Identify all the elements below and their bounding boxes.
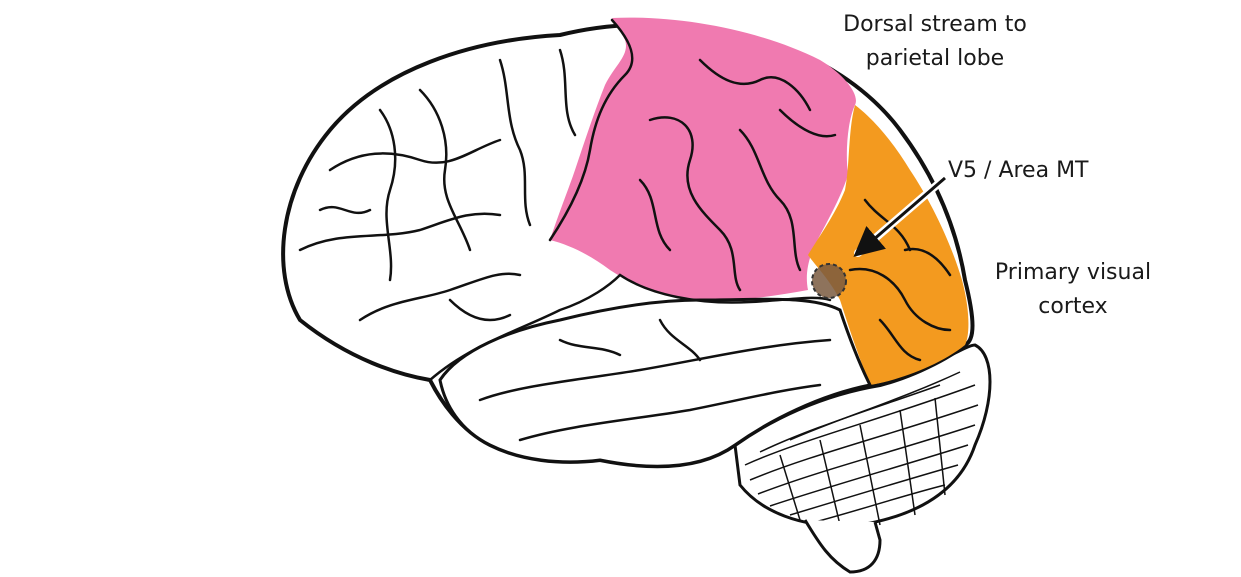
brainstem	[805, 520, 880, 572]
dorsal-stream-label: Dorsal stream to parietal lobe	[800, 8, 1070, 76]
v5-label-text: V5 / Area MT	[948, 154, 1138, 188]
dorsal-stream-label-line2: parietal lobe	[800, 42, 1070, 76]
v5-area-marker	[812, 264, 846, 298]
v5-label: V5 / Area MT	[948, 154, 1138, 188]
primary-visual-label-line1: Primary visual	[968, 256, 1178, 290]
primary-visual-cortex-label: Primary visual cortex	[968, 256, 1178, 324]
dorsal-stream-label-line1: Dorsal stream to	[800, 8, 1070, 42]
primary-visual-label-line2: cortex	[968, 290, 1178, 324]
